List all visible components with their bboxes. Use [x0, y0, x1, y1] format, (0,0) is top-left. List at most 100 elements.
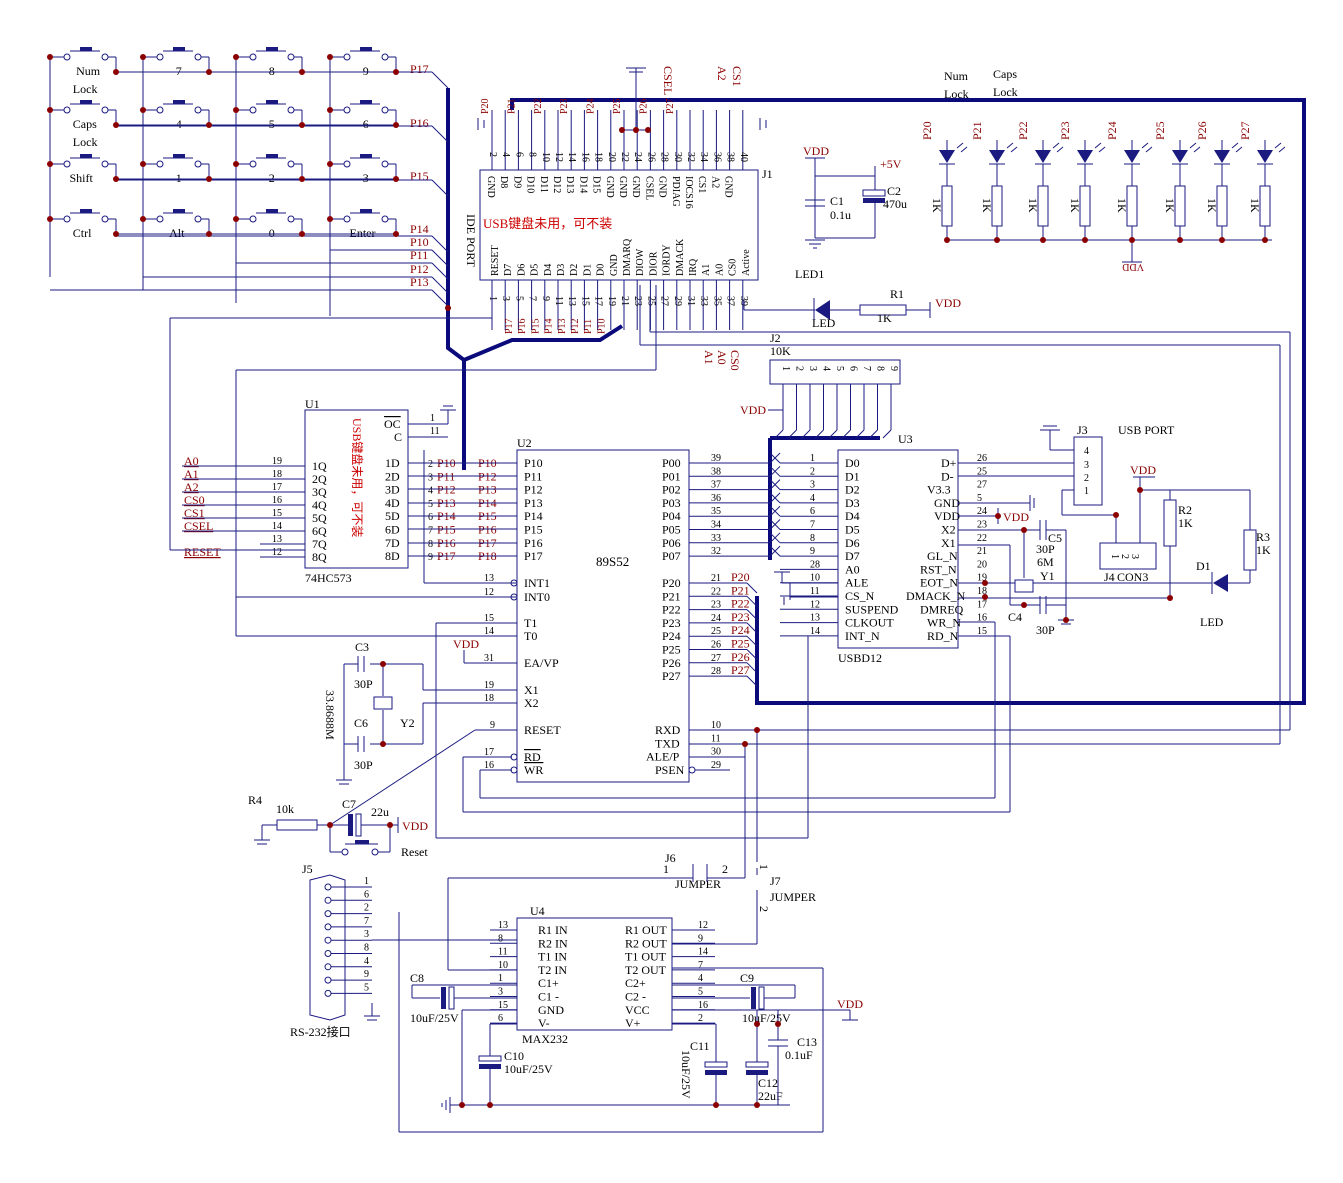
vdd-label: VDD — [1122, 261, 1144, 272]
u3-pin-number: 26 — [977, 453, 987, 464]
ide-pin-number: 7 — [527, 296, 538, 301]
inverted-pin — [688, 766, 696, 774]
j2-pin: 5 — [834, 366, 845, 371]
key-switch: 8 — [236, 47, 303, 78]
wire — [746, 662, 758, 674]
u2-part: 89S52 — [596, 554, 629, 569]
junction-dot — [206, 231, 212, 237]
j5-ref: J5 — [302, 862, 313, 876]
wire — [746, 582, 758, 594]
j5-pin-number: 2 — [364, 903, 369, 914]
u3-pin-number: 1 — [810, 453, 815, 464]
u3-pin-number: 4 — [810, 493, 815, 504]
key-switch: 0 — [236, 209, 303, 240]
u1-pin-name: 2D — [385, 469, 400, 483]
junction-dot — [1040, 237, 1046, 243]
junction-dot — [633, 127, 639, 133]
ide-pin-name: Active — [741, 249, 752, 276]
switch-cap — [80, 47, 92, 51]
key-label: Num — [76, 64, 101, 78]
ide-pin-name: IOCS16 — [683, 176, 694, 209]
ide-pin-name: GND — [617, 176, 628, 198]
switch-contact — [194, 215, 202, 223]
junction-dot — [1167, 595, 1173, 601]
u1-q-net: CS0 — [184, 493, 205, 507]
switch-contact — [287, 106, 295, 114]
junction-dot — [47, 107, 53, 113]
c9-ref: C9 — [740, 971, 754, 985]
u4-pin-name: C2+ — [625, 976, 646, 990]
keypad-row-nets: P17 P16 P15 P14 P10 P11 P12 P13 — [410, 62, 429, 289]
led-net: P25 — [1153, 121, 1167, 140]
junction-dot — [775, 1021, 781, 1027]
switch-contact — [156, 106, 164, 114]
u1-pin-number: 4 — [428, 486, 433, 497]
junction-dot — [233, 216, 239, 222]
ide-pin-name: D15 — [591, 176, 602, 193]
key-switch: Ctrl — [50, 209, 117, 240]
wire — [1235, 146, 1243, 153]
u2-pin-number: 17 — [484, 747, 494, 758]
wire — [769, 505, 781, 517]
u1-pin-name: 1D — [385, 456, 400, 470]
u1-pin-name: 7D — [385, 536, 400, 550]
wire — [815, 429, 824, 439]
u2-pin-number: 14 — [484, 626, 494, 637]
u2-pin-number: 22 — [711, 586, 721, 597]
wire — [774, 429, 784, 439]
u4-pin-number: 16 — [698, 1000, 708, 1011]
ide-pin-number: 19 — [606, 296, 617, 306]
led-diode — [989, 150, 1005, 163]
u3-pin-number: 23 — [977, 520, 987, 531]
key-switch: 1 — [143, 154, 210, 185]
switch-cap — [360, 209, 372, 213]
wire — [746, 635, 758, 647]
u2-pin-number: 10 — [711, 720, 721, 731]
c5-val: 30P — [1036, 542, 1055, 556]
wire — [746, 675, 758, 687]
u1-q-net: A1 — [184, 467, 199, 481]
c3-ref: C3 — [355, 640, 369, 654]
j7-ref: J7 — [770, 874, 781, 888]
junction-dot — [327, 161, 333, 167]
ide-pin-name: RESET — [490, 245, 501, 276]
ide-pin-name: DMACK — [675, 238, 686, 276]
wire — [746, 609, 758, 620]
ide-pin-number: 17 — [593, 296, 604, 306]
key-label: 4 — [176, 117, 182, 131]
u2-pin-name: TXD — [655, 736, 680, 750]
j5-pin-number: 4 — [364, 956, 369, 967]
u4-pin-number: 11 — [498, 947, 508, 958]
j6-pin1: 1 — [663, 862, 669, 876]
u4-pin-number: 13 — [498, 920, 508, 931]
switch-cap — [80, 154, 92, 158]
u2-port-net: P13 — [478, 483, 497, 497]
u2-pin-number: 38 — [711, 466, 721, 477]
u2-pin-number: 39 — [711, 453, 721, 464]
u1-74hc573: U1 74HC573 USB键盘未用，可不装 OC C 1 11 1Q19A02… — [184, 397, 456, 585]
u3-ref: U3 — [898, 432, 913, 446]
u2-pin-name: P26 — [662, 656, 681, 670]
u2-pin-name: P14 — [524, 509, 543, 523]
junction-dot — [1082, 237, 1088, 243]
key-label: 2 — [269, 171, 275, 185]
u2-pin-number: 13 — [484, 573, 494, 584]
ide-net: P22 — [533, 98, 544, 114]
junction-dot — [233, 107, 239, 113]
u1-q-net: RESET — [184, 545, 221, 559]
ide-pin-number: 32 — [685, 152, 696, 162]
u2-pin-name: P23 — [662, 616, 681, 630]
wire — [769, 479, 781, 490]
led-diode — [939, 150, 955, 163]
junction-dot — [982, 580, 988, 586]
ide-pin-name: GND — [723, 176, 734, 198]
u3-pin-name: D2 — [845, 483, 860, 497]
wire — [769, 465, 781, 477]
resistor-value: 1K — [1248, 198, 1262, 213]
j5-pin-number: 3 — [364, 929, 369, 940]
